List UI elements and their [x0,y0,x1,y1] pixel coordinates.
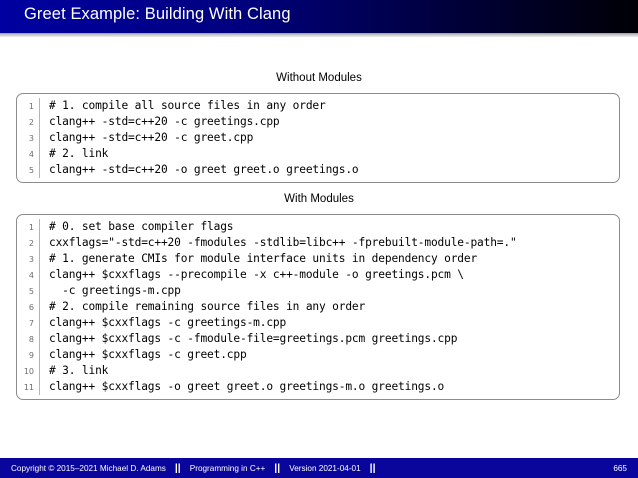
code-text: # 1. compile all source files in any ord… [49,99,326,112]
code-line: 6 # 2. compile remaining source files in … [17,299,619,315]
line-number-gutter [39,219,40,235]
line-number-gutter [39,235,40,251]
code-line: 9 clang++ $cxxflags -c greet.cpp [17,347,619,363]
footer-separator-2: || [274,461,281,474]
code-text: # 3. link [49,364,109,377]
line-number: 8 [28,335,34,344]
header-divider [0,33,638,37]
code-line: 1 # 1. compile all source files in any or… [17,98,619,114]
code-text: clang++ $cxxflags -c -fmodule-file=greet… [49,332,458,345]
line-number: 9 [28,351,34,360]
code-text: clang++ $cxxflags -o greet greet.o greet… [49,380,445,393]
code-line: 4 clang++ $cxxflags --precompile -x c++-m… [17,267,619,283]
code-line: 5 -c greetings-m.cpp [17,283,619,299]
line-number: 10 [23,367,34,376]
page-title: Greet Example: Building With Clang [24,5,291,23]
line-number: 6 [28,303,34,312]
line-number-gutter [39,114,40,130]
line-number-gutter [39,379,40,395]
line-number-gutter [39,162,40,178]
line-number-gutter [39,98,40,114]
footer-bar: Copyright © 2015–2021 Michael D. Adams |… [0,458,638,478]
footer-separator-3: || [369,461,376,474]
code-block-with-modules: 1 # 0. set base compiler flags 2 cxxflags="… [16,214,620,400]
code-text: # 2. link [49,147,109,160]
code-text: clang++ -std=c++20 -c greetings.cpp [49,115,280,128]
code-line: 2 clang++ -std=c++20 -c greetings.cpp [17,114,619,130]
code-text: clang++ $cxxflags -c greetings-m.cpp [49,316,287,329]
line-number-gutter [39,363,40,379]
line-number-gutter [39,130,40,146]
code-line: 11 clang++ $cxxflags -o greet greet.o gre… [17,379,619,395]
footer-left-group: Copyright © 2015–2021 Michael D. Adams |… [0,463,385,474]
code-line: 7 clang++ $cxxflags -c greetings-m.cpp [17,315,619,331]
code-text: clang++ -std=c++20 -o greet greet.o gree… [49,163,359,176]
line-number-gutter [39,331,40,347]
line-number: 11 [23,383,34,392]
line-number-gutter [39,267,40,283]
code-text: clang++ $cxxflags -c greet.cpp [49,348,247,361]
line-number: 3 [28,255,34,264]
line-number: 2 [28,239,34,248]
line-number-gutter [39,347,40,363]
code-line: 8 clang++ $cxxflags -c -fmodule-file=gree… [17,331,619,347]
code-text: # 2. compile remaining source files in a… [49,300,366,313]
line-number-gutter [39,299,40,315]
code-text: clang++ $cxxflags --precompile -x c++-mo… [49,268,464,281]
code-line: 2 cxxflags="-std=c++20 -fmodules -stdlib=… [17,235,619,251]
line-number: 3 [28,134,34,143]
code-text: clang++ -std=c++20 -c greet.cpp [49,131,254,144]
code-line: 3 # 1. generate CMIs for module interface… [17,251,619,267]
code-line: 4 # 2. link [17,146,619,162]
code-line: 1 # 0. set base compiler flags [17,219,619,235]
line-number: 7 [28,319,34,328]
code-text: cxxflags="-std=c++20 -fmodules -stdlib=l… [49,236,517,249]
code-line: 10 # 3. link [17,363,619,379]
line-number-gutter [39,146,40,162]
line-number-gutter [39,283,40,299]
code-line: 3 clang++ -std=c++20 -c greet.cpp [17,130,619,146]
line-number: 5 [28,166,34,175]
footer-version: Version 2021-04-01 [289,463,361,473]
code-line: 5 clang++ -std=c++20 -o greet greet.o gre… [17,162,619,178]
section-caption-with-modules: With Modules [284,193,354,205]
line-number: 2 [28,118,34,127]
footer-copyright: Copyright © 2015–2021 Michael D. Adams [11,463,166,473]
line-number: 4 [28,271,34,280]
line-number: 5 [28,287,34,296]
footer-separator-1: || [174,461,181,474]
line-number: 1 [28,102,34,111]
line-number-gutter [39,315,40,331]
code-text: # 1. generate CMIs for module interface … [49,252,478,265]
line-number: 4 [28,150,34,159]
line-number-gutter [39,251,40,267]
code-block-without-modules: 1 # 1. compile all source files in any or… [16,93,620,183]
slide-header: Greet Example: Building With Clang [0,0,638,33]
section-caption-without-modules: Without Modules [276,72,362,84]
footer-course-title: Programming in C++ [189,463,266,473]
code-text: -c greetings-m.cpp [49,284,181,297]
line-number: 1 [28,223,34,232]
footer-page-number: 665 [613,463,627,473]
code-text: # 0. set base compiler flags [49,220,234,233]
